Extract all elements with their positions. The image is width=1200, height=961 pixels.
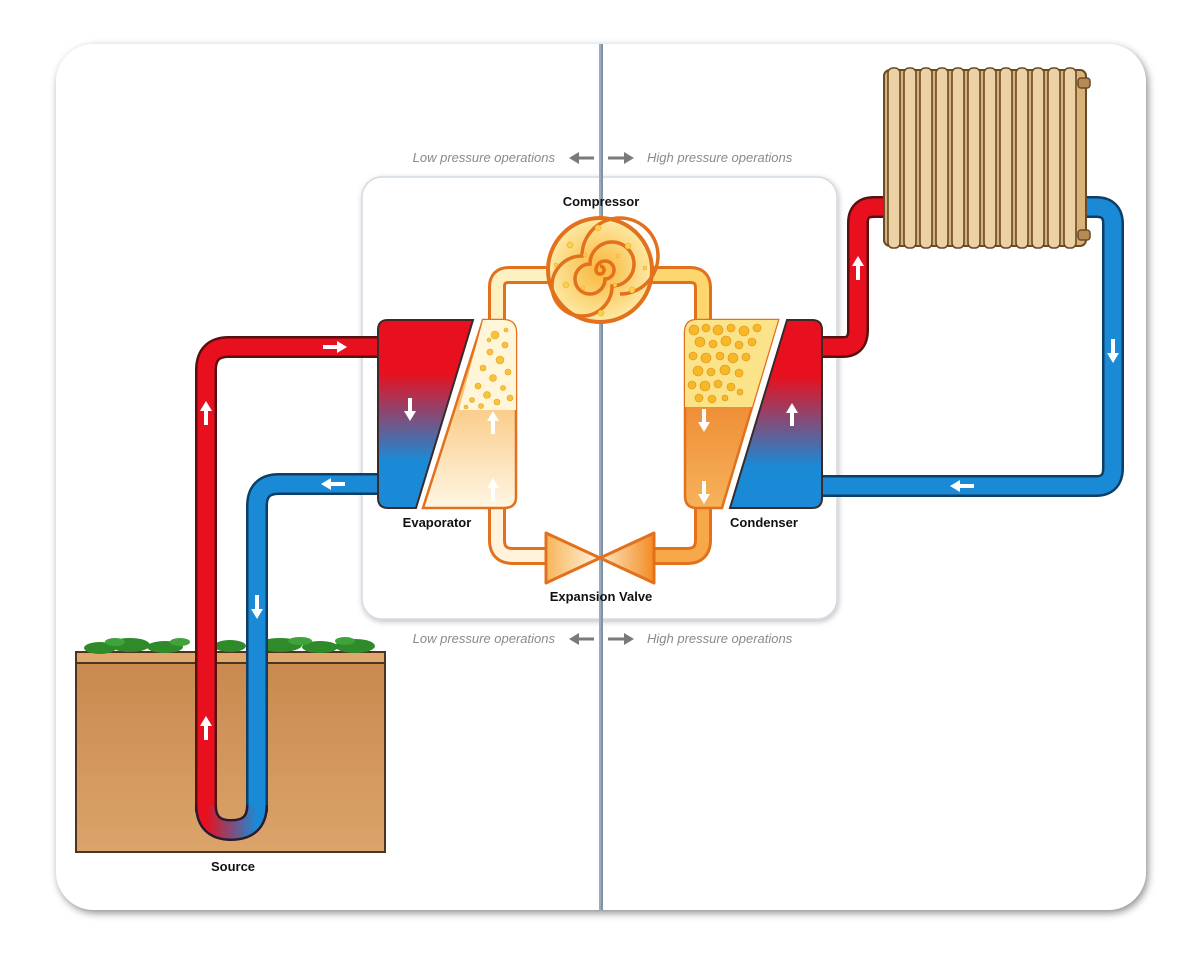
evaporator-label: Evaporator: [403, 515, 472, 530]
arrow-down-icon: [1107, 339, 1119, 363]
arrow-left-icon: [950, 480, 974, 492]
evaporator: [377, 318, 518, 510]
arrow-down-icon: [251, 595, 263, 619]
arrow-down-icon: [698, 409, 710, 432]
arrow-down-icon: [698, 481, 710, 504]
arrow-up-icon: [200, 401, 212, 425]
arrow-up-icon: [786, 403, 798, 426]
arrow-left-icon: [321, 478, 345, 490]
soil-surface: [75, 651, 386, 664]
condenser-bubbles: [687, 323, 762, 404]
low-pressure-label-bottom: Low pressure operations: [413, 631, 556, 646]
compressor-label: Compressor: [563, 194, 640, 209]
source-label: Source: [211, 859, 255, 874]
low-pressure-label-top: Low pressure operations: [413, 150, 556, 165]
pressure-labels-bottom: Low pressure operations High pressure op…: [413, 631, 793, 646]
radiator: [883, 67, 1091, 249]
evaporator-bubbles: [463, 327, 514, 410]
high-pressure-label-top: High pressure operations: [647, 150, 793, 165]
compressor: [546, 216, 660, 324]
arrow-down-icon: [404, 398, 416, 421]
high-pressure-label-bottom: High pressure operations: [647, 631, 793, 646]
evaporator-heat-exchanger: [377, 319, 475, 509]
compressor-spiral-icon: [550, 216, 660, 318]
condenser-label: Condenser: [730, 515, 798, 530]
refrigerant-loop: [488, 266, 712, 565]
arrow-up-icon: [487, 478, 499, 501]
expansion-valve-label: Expansion Valve: [550, 589, 653, 604]
arrow-up-icon: [200, 716, 212, 740]
arrow-up-icon: [487, 411, 499, 434]
condenser: [683, 318, 823, 510]
flow-arrows: [200, 256, 1119, 740]
double-arrow-icon: [569, 633, 634, 645]
arrow-right-icon: [323, 341, 347, 353]
pressure-labels-top: Low pressure operations High pressure op…: [413, 150, 793, 165]
expansion-valve: [544, 531, 656, 585]
source-pipes: [195, 336, 378, 842]
condenser-heat-exchanger: [728, 319, 823, 509]
grass: [84, 637, 375, 654]
arrow-up-icon: [852, 256, 864, 280]
double-arrow-icon: [569, 152, 634, 164]
